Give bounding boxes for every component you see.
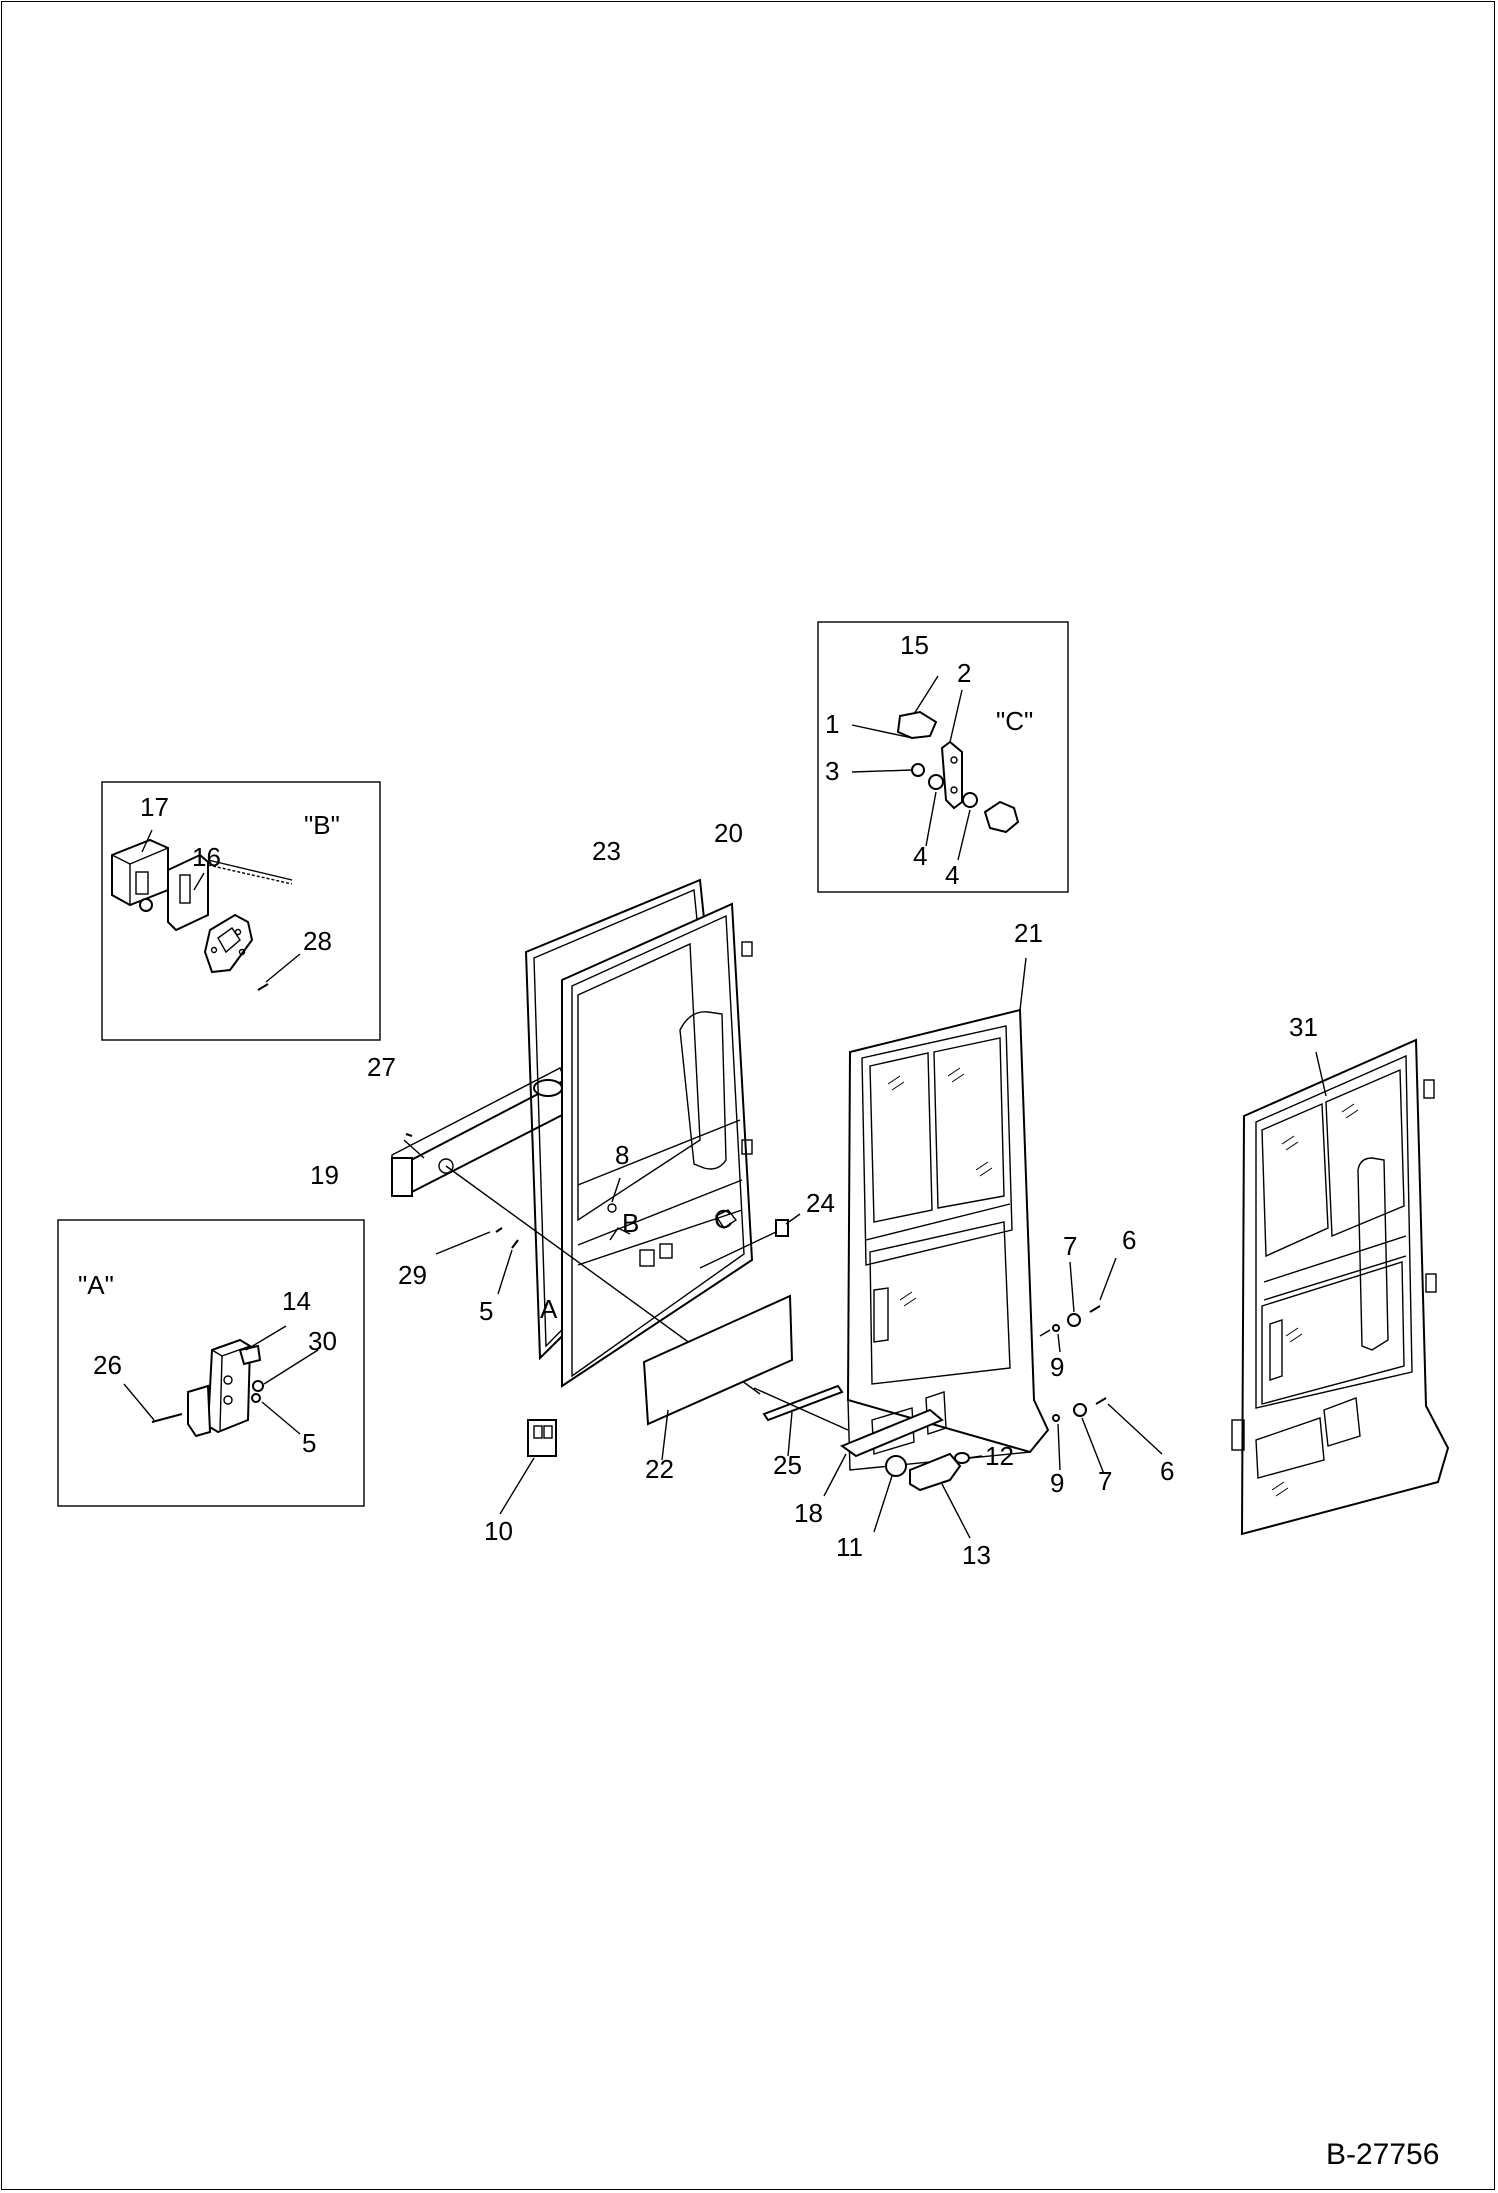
part-14-plate	[187, 1384, 212, 1438]
callout-4: 4	[913, 841, 927, 871]
view-label-b: "B"	[304, 810, 340, 840]
part-5-washer-a	[251, 1393, 261, 1403]
callout-5b: 5	[302, 1428, 316, 1458]
callout-11: 11	[836, 1532, 863, 1562]
callout-29: 29	[398, 1260, 427, 1290]
part-c-knob	[983, 800, 1020, 834]
hardware-set-lower	[1052, 1397, 1107, 1422]
callout-14: 14	[282, 1286, 311, 1316]
callout-9: 9	[1050, 1352, 1064, 1382]
part-21-outer-door	[846, 1008, 1050, 1471]
callout-3: 3	[825, 756, 839, 786]
detail-box-a	[57, 1219, 365, 1507]
part-4-washer-2	[962, 792, 978, 808]
callout-4b: 4	[945, 860, 959, 890]
part-8-plug	[607, 1203, 617, 1213]
view-ref-c: C	[714, 1204, 733, 1234]
part-2-bracket	[940, 740, 963, 810]
callout-labels: 1 2 3 4 4 5 5 6 6 7 7 8 9 9 10 11 12 13 …	[93, 630, 1318, 1570]
callout-18: 18	[794, 1498, 823, 1528]
view-label-c: "C"	[996, 706, 1033, 736]
view-ref-b: B	[622, 1208, 639, 1238]
callout-20: 20	[714, 818, 743, 848]
part-4-washer	[928, 774, 944, 790]
callout-24: 24	[806, 1188, 835, 1218]
callout-23: 23	[592, 836, 621, 866]
part-31-door-assembly	[1231, 1038, 1450, 1536]
callout-31: 31	[1289, 1012, 1318, 1042]
callout-27: 27	[367, 1052, 396, 1082]
callout-7: 7	[1063, 1231, 1077, 1261]
callout-10: 10	[484, 1516, 513, 1546]
hardware-set-upper	[1052, 1305, 1101, 1332]
part-3-nut	[911, 763, 925, 777]
part-26-screw	[151, 1413, 183, 1423]
view-label-a: "A"	[78, 1270, 114, 1300]
part-16-plate	[167, 853, 293, 932]
part-11-ring	[885, 1455, 907, 1477]
part-20-door-frame	[561, 902, 754, 1388]
part-17-bracket	[111, 838, 169, 912]
callout-28: 28	[303, 926, 332, 956]
callout-19: 19	[310, 1160, 339, 1190]
part-27-screw	[405, 1133, 413, 1137]
detail-box-b	[101, 781, 381, 1041]
callout-13: 13	[962, 1540, 991, 1570]
part-25-strip	[762, 1384, 844, 1422]
view-labels: "B" "C" "A" A B C	[78, 706, 1033, 1324]
part-13-handle	[909, 1452, 962, 1492]
callout-17: 17	[140, 792, 169, 822]
callout-9b: 9	[1050, 1468, 1064, 1498]
part-22-panel	[642, 1294, 794, 1426]
callout-21: 21	[1014, 918, 1043, 948]
callout-26: 26	[93, 1350, 122, 1380]
callout-25: 25	[773, 1450, 802, 1480]
part-24-clip	[775, 1219, 789, 1237]
part-10-switch	[527, 1419, 557, 1457]
part-15-lever	[896, 710, 938, 740]
callout-30: 30	[308, 1326, 337, 1356]
detail-box-c	[817, 621, 1069, 893]
callout-8: 8	[615, 1140, 629, 1170]
callout-12: 12	[985, 1441, 1014, 1471]
part-30-nut	[252, 1380, 264, 1392]
callout-15: 15	[900, 630, 929, 660]
sheet-id: B-27756	[1326, 2138, 1439, 2171]
part-18-handle-base	[839, 1408, 944, 1458]
callout-1: 1	[825, 709, 839, 739]
part-14-latch	[206, 1338, 262, 1434]
view-ref-a: A	[540, 1294, 558, 1324]
part-28-plate	[203, 913, 269, 991]
callout-2: 2	[957, 658, 971, 688]
callout-6: 6	[1122, 1225, 1136, 1255]
callout-5: 5	[479, 1296, 493, 1326]
callout-16: 16	[192, 842, 221, 872]
part-12-cap	[954, 1452, 970, 1464]
part-5-washer	[511, 1239, 519, 1249]
callout-6b: 6	[1160, 1456, 1174, 1486]
part-29-screw	[495, 1227, 503, 1233]
callout-7b: 7	[1098, 1466, 1112, 1496]
callout-22: 22	[645, 1454, 674, 1484]
part-19-stay-bar	[390, 1067, 574, 1198]
